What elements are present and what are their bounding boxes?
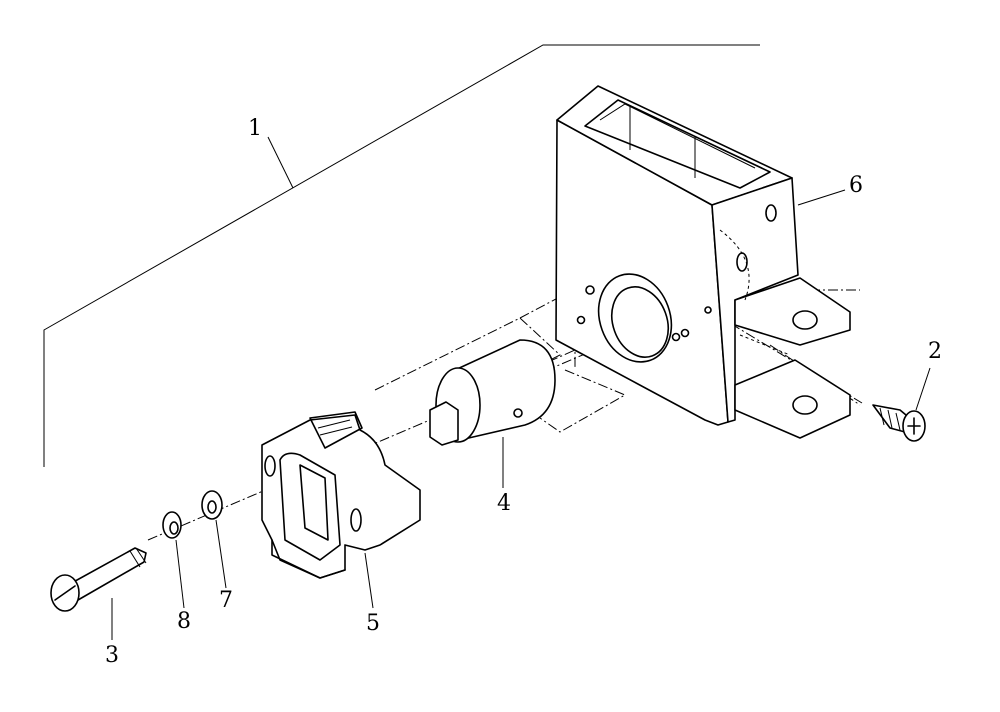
part-4-cylinder bbox=[429, 339, 556, 446]
callout-7: 7 bbox=[219, 588, 233, 613]
callout-5: 5 bbox=[366, 611, 380, 636]
assembly-bracket bbox=[43, 44, 760, 467]
callout-6: 6 bbox=[849, 173, 863, 198]
part-8-lock-washer bbox=[162, 511, 182, 539]
callout-1: 1 bbox=[248, 116, 262, 141]
part-6-bracket-housing bbox=[555, 85, 851, 439]
part-7-washer bbox=[201, 490, 223, 520]
leader-lines bbox=[111, 136, 931, 640]
part-5-sensor bbox=[261, 411, 421, 579]
callout-labels: 1 2 3 4 5 6 7 8 bbox=[105, 116, 942, 668]
callout-2: 2 bbox=[928, 339, 942, 364]
callout-3: 3 bbox=[105, 643, 119, 668]
callout-4: 4 bbox=[497, 491, 511, 516]
part-3-screw bbox=[50, 547, 147, 612]
part-2-tapping-screw bbox=[872, 404, 926, 442]
callout-8: 8 bbox=[177, 609, 191, 634]
